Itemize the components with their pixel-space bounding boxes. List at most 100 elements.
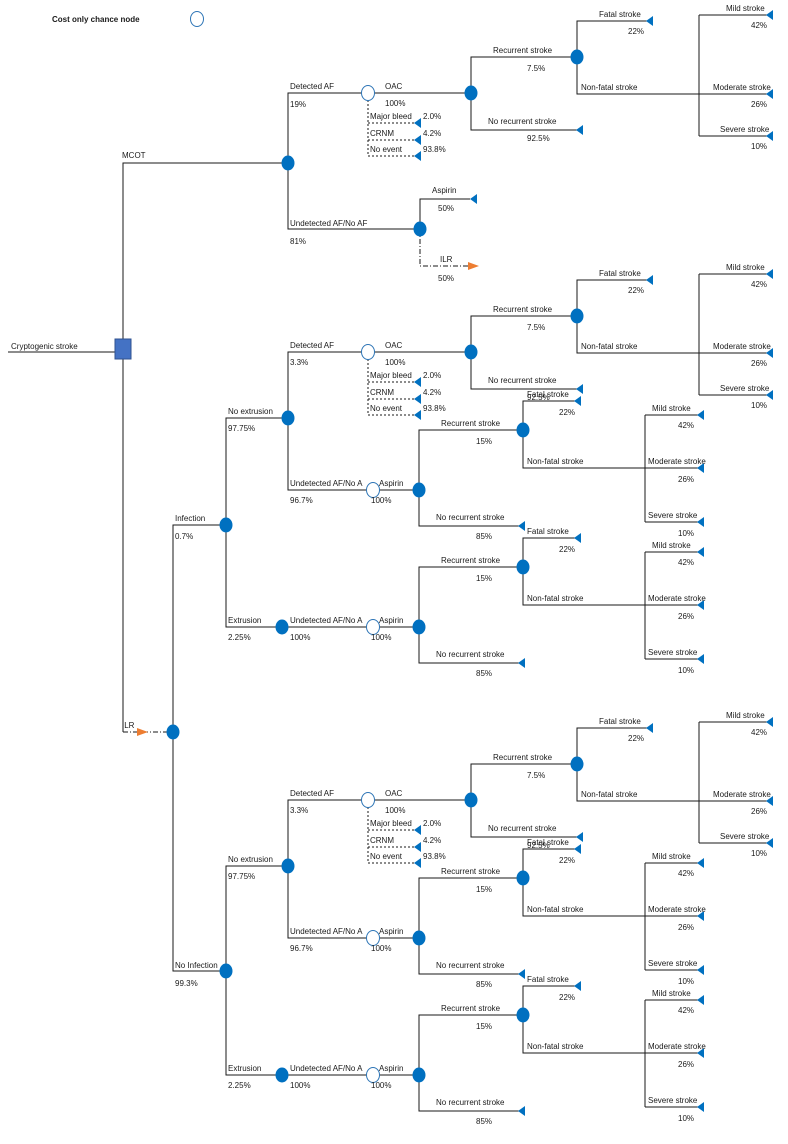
chance-node — [516, 870, 530, 886]
no-extrusion-prob: 97.75% — [228, 424, 255, 433]
moderate-stroke-label: Moderate stroke — [648, 594, 706, 603]
ilr-sub-prob: 50% — [438, 274, 454, 283]
chance-node — [570, 308, 584, 324]
terminal-node — [414, 858, 421, 868]
detected-af-label: Detected AF — [290, 789, 334, 798]
nonfatal-stroke-label: Non-fatal stroke — [581, 790, 638, 799]
severe-stroke-prob: 10% — [678, 977, 694, 986]
cost-only-chance-node — [366, 1067, 380, 1083]
nonfatal-branch — [576, 764, 767, 802]
terminal-node — [576, 832, 583, 842]
no-event-label: No event — [370, 852, 403, 861]
severe-stroke-prob: 10% — [678, 529, 694, 538]
terminal-node — [414, 151, 421, 161]
mild-stroke-label: Mild stroke — [652, 989, 691, 998]
cost-only-chance-node — [361, 344, 375, 360]
no-extrusion-label: No extrusion — [228, 407, 273, 416]
terminal-node — [414, 118, 421, 128]
major-bleed-label: Major bleed — [370, 112, 412, 121]
aspirin-branch — [419, 198, 470, 229]
mild-stroke-label: Mild stroke — [652, 541, 691, 550]
no-extrusion-label: No extrusion — [228, 855, 273, 864]
mild-stroke-prob: 42% — [751, 21, 767, 30]
terminal-node — [576, 125, 583, 135]
infection-branch — [172, 524, 220, 732]
chance-node — [412, 930, 426, 946]
recurrent-branch — [418, 877, 523, 938]
terminal-node — [697, 547, 704, 557]
severe-stroke-prob: 10% — [678, 1114, 694, 1123]
chance-node — [464, 344, 478, 360]
detected-af-prob: 3.3% — [290, 358, 308, 367]
aspirin-label: Aspirin — [379, 927, 403, 936]
recurrent-stroke-label: Recurrent stroke — [441, 867, 501, 876]
mild-stroke-prob: 42% — [678, 1006, 694, 1015]
moderate-stroke-prob: 26% — [751, 359, 767, 368]
detected-branch — [287, 799, 362, 866]
recurrent-stroke-label: Recurrent stroke — [441, 419, 501, 428]
severity-branches — [644, 551, 698, 660]
recurrent-stroke-prob: 7.5% — [527, 323, 545, 332]
oac-label: OAC — [385, 341, 403, 350]
severe-stroke-label: Severe stroke — [720, 832, 770, 841]
oac-label: OAC — [385, 789, 403, 798]
recurrent-stroke-prob: 7.5% — [527, 64, 545, 73]
terminal-node — [766, 838, 773, 848]
moderate-stroke-prob: 26% — [678, 1060, 694, 1069]
recurrent-stroke-label: Recurrent stroke — [441, 556, 501, 565]
no-recurrent-stroke-label: No recurrent stroke — [436, 650, 505, 659]
fatal-stroke-label: Fatal stroke — [527, 527, 569, 536]
terminal-node — [697, 858, 704, 868]
moderate-stroke-label: Moderate stroke — [713, 342, 771, 351]
mild-stroke-prob: 42% — [751, 280, 767, 289]
extrusion-prob: 2.25% — [228, 1081, 251, 1090]
severity-branches — [644, 999, 698, 1108]
terminal-node — [470, 194, 477, 204]
fatal-branch — [522, 537, 575, 567]
fatal-branch — [576, 279, 647, 316]
aspirin-prob: 100% — [371, 496, 391, 505]
terminal-node — [697, 410, 704, 420]
oac-prob: 100% — [385, 99, 405, 108]
terminal-node — [646, 275, 653, 285]
recurrent-branch — [470, 315, 577, 352]
cost-only-chance-node — [190, 11, 204, 27]
no-infection-label: No Infection — [175, 961, 218, 970]
aspirin-label: Aspirin — [379, 1064, 403, 1073]
tree-nodes — [114, 10, 773, 1116]
fatal-stroke-prob: 22% — [628, 286, 644, 295]
moderate-stroke-prob: 26% — [751, 100, 767, 109]
nonfatal-stroke-label: Non-fatal stroke — [527, 594, 584, 603]
mcot-label: MCOT — [122, 151, 146, 160]
fatal-branch — [576, 20, 647, 57]
nonfatal-branch — [522, 878, 698, 917]
ilr-arrow-icon — [137, 728, 148, 736]
detected-af-label: Detected AF — [290, 82, 334, 91]
moderate-stroke-label: Moderate stroke — [713, 83, 771, 92]
cost-only-chance-node — [366, 619, 380, 635]
no-event-prob: 93.8% — [423, 145, 446, 154]
terminal-node — [518, 969, 525, 979]
terminal-node — [697, 463, 704, 473]
terminal-node — [766, 10, 773, 20]
terminal-node — [414, 410, 421, 420]
no-recurrent-stroke-label: No recurrent stroke — [436, 961, 505, 970]
aspirin-prob: 100% — [371, 1081, 391, 1090]
terminal-node — [574, 533, 581, 543]
no-event-label: No event — [370, 145, 403, 154]
severity-branches — [698, 14, 767, 137]
major-bleed-prob: 2.0% — [423, 819, 441, 828]
no-recurrent-branch — [418, 938, 519, 975]
nonfatal-branch — [522, 430, 698, 469]
terminal-node — [414, 842, 421, 852]
no-recurrent-stroke-prob: 92.5% — [527, 393, 550, 402]
fatal-branch — [576, 727, 647, 764]
undetected-af-label: Undetected AF/No A — [290, 616, 363, 625]
crnm-label: CRNM — [370, 836, 394, 845]
terminal-node — [414, 377, 421, 387]
terminal-node — [574, 844, 581, 854]
nonfatal-branch — [522, 567, 698, 606]
terminal-node — [646, 16, 653, 26]
fatal-stroke-prob: 22% — [559, 993, 575, 1002]
